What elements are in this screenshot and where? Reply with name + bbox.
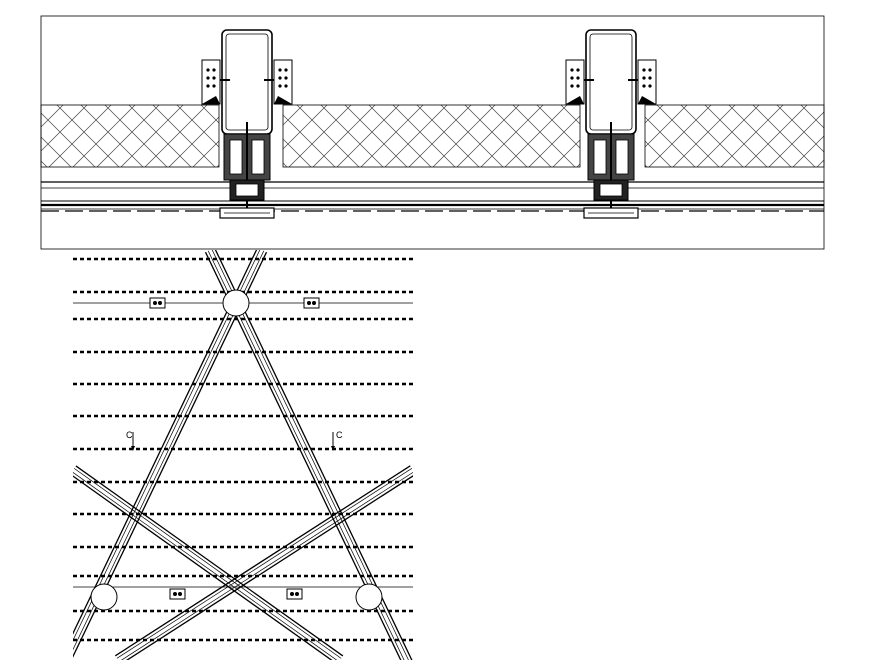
section-marker-right: C bbox=[331, 430, 343, 451]
node-joints bbox=[90, 289, 383, 611]
diagrid-elevation bbox=[73, 250, 413, 660]
bracket-right bbox=[628, 59, 657, 105]
diagonal-member bbox=[114, 465, 413, 660]
splice-plate bbox=[286, 588, 303, 600]
mullion-left bbox=[201, 29, 293, 219]
diagonal-members bbox=[73, 250, 413, 660]
section-label: C bbox=[336, 430, 343, 440]
splice-plate bbox=[169, 588, 186, 600]
mullion-right bbox=[565, 29, 657, 219]
section-label: C bbox=[126, 430, 133, 440]
section-marker-left: C bbox=[126, 430, 135, 451]
splice-plate bbox=[303, 297, 320, 309]
node-joint bbox=[355, 583, 383, 611]
horizontal-rails bbox=[73, 257, 413, 642]
diagonal-member bbox=[73, 465, 344, 660]
node-joint bbox=[222, 289, 250, 317]
horizontal-rail bbox=[73, 574, 413, 588]
section-detail bbox=[40, 15, 825, 250]
glazing-layers bbox=[41, 181, 824, 212]
splice-plates bbox=[149, 297, 320, 600]
insulation-panels bbox=[40, 104, 825, 168]
splice-plate bbox=[149, 297, 166, 309]
bracket-left bbox=[201, 59, 230, 105]
node-joint bbox=[90, 583, 118, 611]
bracket-left bbox=[565, 59, 594, 105]
bracket-right bbox=[264, 59, 293, 105]
